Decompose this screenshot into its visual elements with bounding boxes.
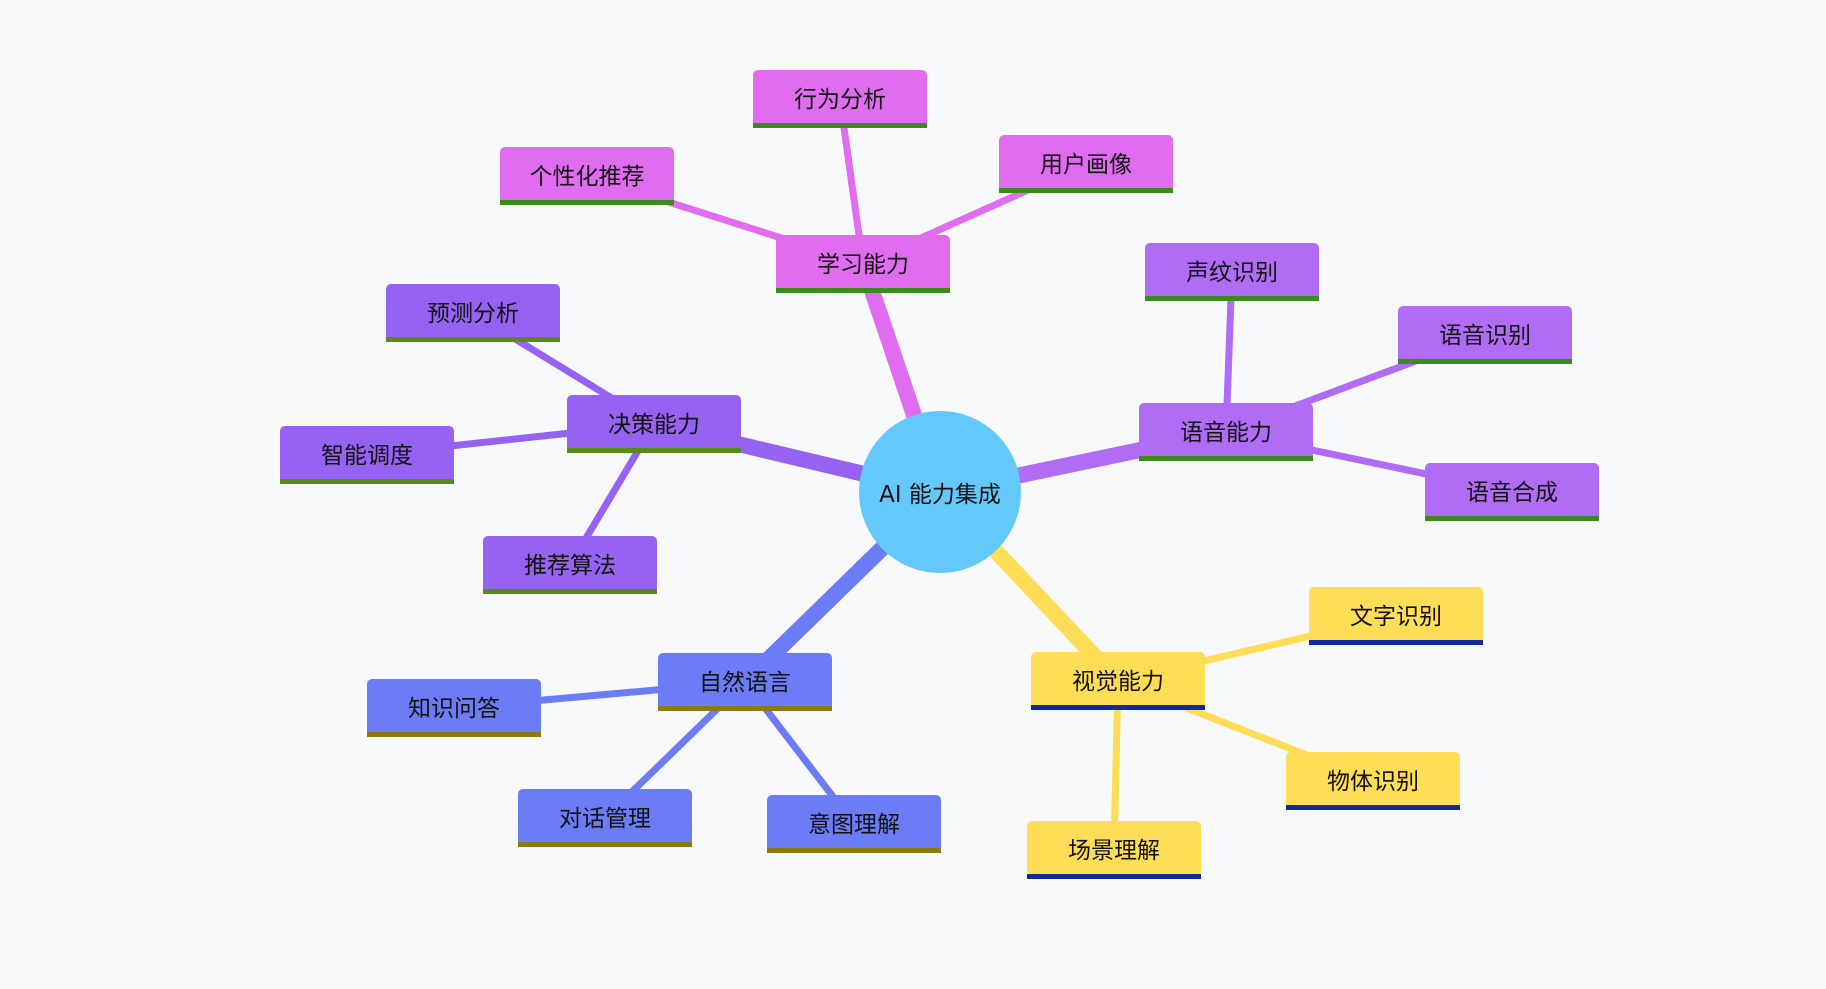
leaf-node: 智能调度 (280, 426, 454, 484)
leaf-node: 知识问答 (367, 679, 541, 737)
branch-label: 决策能力 (608, 411, 700, 438)
branch-node-speech: 语音能力 (1139, 403, 1313, 461)
leaf-label: 语音识别 (1439, 322, 1531, 349)
leaf-node: 声纹识别 (1145, 243, 1319, 301)
leaf-node: 预测分析 (386, 284, 560, 342)
leaf-node: 语音合成 (1425, 463, 1599, 521)
leaf-label: 智能调度 (321, 442, 413, 469)
branch-node-learning: 学习能力 (776, 235, 950, 293)
root-label: AI 能力集成 (879, 482, 1001, 508)
leaf-label: 用户画像 (1040, 151, 1132, 178)
branch-label: 自然语言 (699, 669, 791, 696)
branch-label: 语音能力 (1180, 419, 1272, 446)
root-node: AI 能力集成 (859, 411, 1021, 573)
leaf-label: 场景理解 (1068, 837, 1160, 864)
branch-node-vision: 视觉能力 (1031, 652, 1205, 710)
branch-label: 视觉能力 (1072, 668, 1164, 695)
leaf-label: 对话管理 (559, 805, 651, 832)
leaf-label: 预测分析 (427, 300, 519, 327)
branch-label: 学习能力 (817, 251, 909, 278)
leaf-node: 场景理解 (1027, 821, 1201, 879)
leaf-label: 行为分析 (794, 86, 886, 113)
branch-node-decision: 决策能力 (567, 395, 741, 453)
leaf-node: 用户画像 (999, 135, 1173, 193)
leaf-node: 推荐算法 (483, 536, 657, 594)
leaf-node: 意图理解 (767, 795, 941, 853)
branch-node-nlp: 自然语言 (658, 653, 832, 711)
leaf-label: 语音合成 (1466, 479, 1558, 506)
leaf-node: 物体识别 (1286, 752, 1460, 810)
leaf-label: 知识问答 (408, 695, 500, 722)
leaf-label: 物体识别 (1327, 768, 1419, 795)
leaf-node: 文字识别 (1309, 587, 1483, 645)
leaf-label: 推荐算法 (524, 552, 616, 579)
leaf-node: 个性化推荐 (500, 147, 674, 205)
leaf-node: 行为分析 (753, 70, 927, 128)
leaf-label: 声纹识别 (1186, 259, 1278, 286)
leaf-label: 个性化推荐 (529, 163, 645, 190)
leaf-label: 文字识别 (1350, 603, 1442, 630)
leaf-node: 语音识别 (1398, 306, 1572, 364)
leaf-label: 意图理解 (808, 811, 900, 838)
leaf-node: 对话管理 (518, 789, 692, 847)
